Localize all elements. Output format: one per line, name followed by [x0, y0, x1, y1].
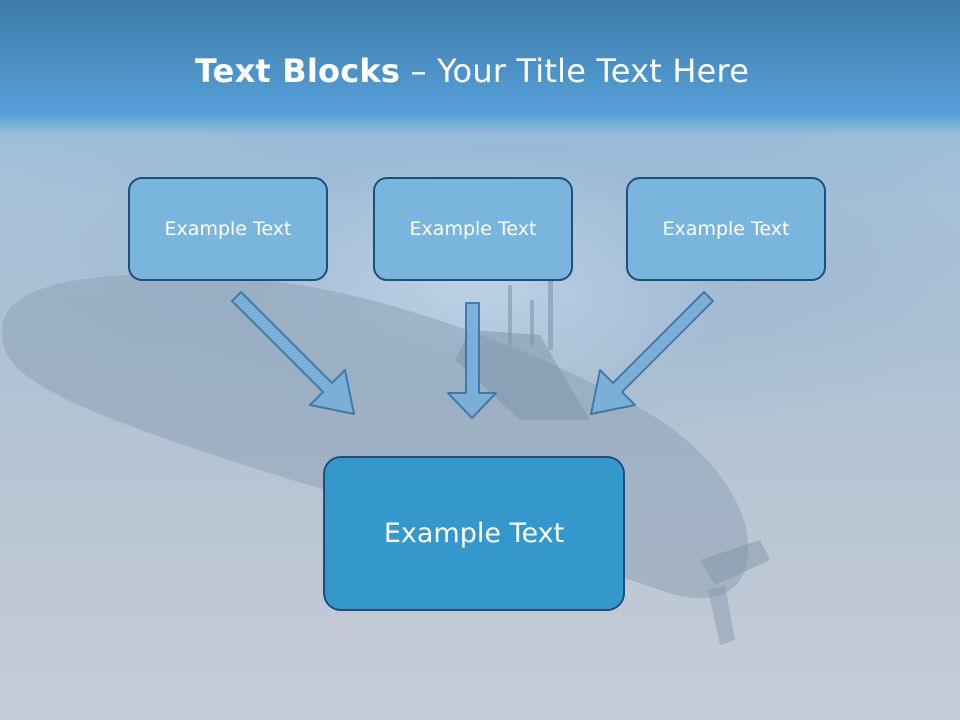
slide-title: Text Blocks – Your Title Text Here: [0, 52, 944, 90]
text-block-top-left-label: Example Text: [164, 218, 292, 240]
arrow-down-left-icon: [590, 291, 714, 415]
text-block-top-right-label: Example Text: [662, 218, 790, 240]
arrow-down-icon: [447, 302, 497, 419]
text-block-bottom-main-label: Example Text: [383, 518, 565, 549]
text-block-top-left[interactable]: Example Text: [128, 177, 328, 281]
arrow-down-right-icon: [231, 291, 355, 415]
text-block-bottom-main[interactable]: Example Text: [323, 456, 625, 611]
text-block-top-right[interactable]: Example Text: [626, 177, 826, 281]
title-dash: –: [400, 52, 438, 90]
text-block-top-center-label: Example Text: [409, 218, 537, 240]
title-rest-part: Your Title Text Here: [437, 52, 750, 90]
title-bold-part: Text Blocks: [194, 52, 401, 90]
text-block-top-center[interactable]: Example Text: [373, 177, 573, 281]
